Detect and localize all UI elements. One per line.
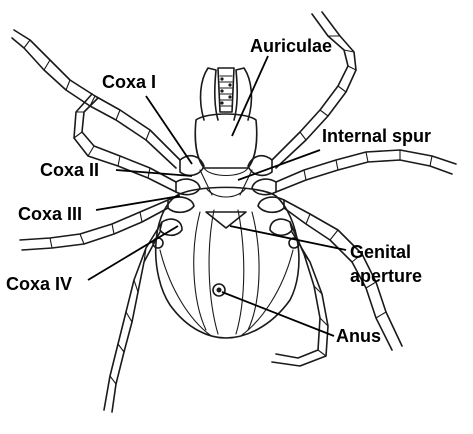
label-coxa-2: Coxa II [40, 160, 100, 180]
leader-internal-spur [237, 149, 321, 181]
label-anus: Anus [336, 326, 381, 346]
leader-coxa1 [145, 95, 193, 165]
leader-coxa4 [87, 225, 179, 281]
leader-lines [87, 55, 347, 337]
coxae [152, 154, 300, 249]
capitulum [194, 67, 258, 177]
leader-auriculae [231, 55, 269, 137]
leader-coxa2 [115, 169, 193, 177]
label-auriculae: Auriculae [250, 36, 333, 56]
label-genital-line-2: aperture [350, 266, 423, 286]
label-genital-line-1: Genital [350, 242, 412, 262]
tick-body [154, 169, 300, 339]
label-coxa-3: Coxa III [18, 204, 83, 224]
label-coxa-1: Coxa I [102, 72, 157, 92]
leader-genital-aperture [229, 225, 347, 251]
leader-coxa3 [95, 195, 181, 211]
label-internal-spur: Internal spur [322, 126, 432, 146]
label-coxa-4: Coxa IV [6, 274, 73, 294]
leader-anus [221, 291, 335, 337]
